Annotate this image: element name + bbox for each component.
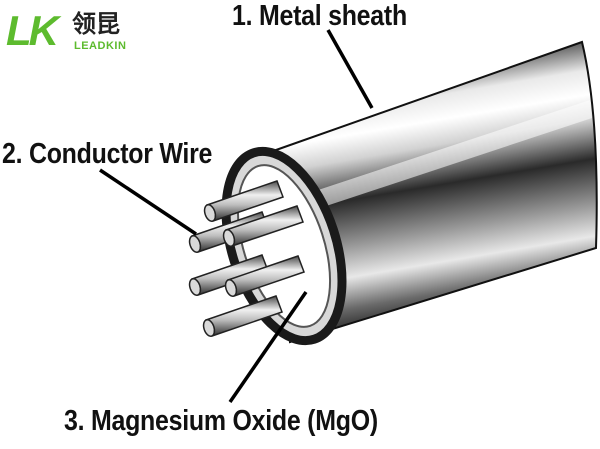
leader-line-wire [99,168,197,236]
leader-line-sheath [326,29,374,109]
label-conductor-wire: 2. Conductor Wire [2,138,213,170]
conductor-wires [188,180,305,337]
logo-chinese-name: 领昆 [72,10,120,38]
conductor-wire-5 [224,255,305,297]
conductor-wire-6 [202,295,283,337]
conductor-wire-3 [222,205,304,247]
conductor-wire-4 [188,254,269,296]
conductor-wire-1 [203,180,284,222]
metal-sheath-highlight [300,100,592,214]
label-magnesium-oxide: 3. Magnesium Oxide (MgO) [64,405,378,437]
logo-english-name: LEADKIN [74,40,127,52]
leader-line-mgo [228,291,308,403]
leadkin-logo: LK 领昆 LEADKIN [6,6,166,60]
label-metal-sheath: 1. Metal sheath [232,0,407,32]
logo-mark: LK [6,7,59,54]
metal-sheath-body [274,40,598,344]
